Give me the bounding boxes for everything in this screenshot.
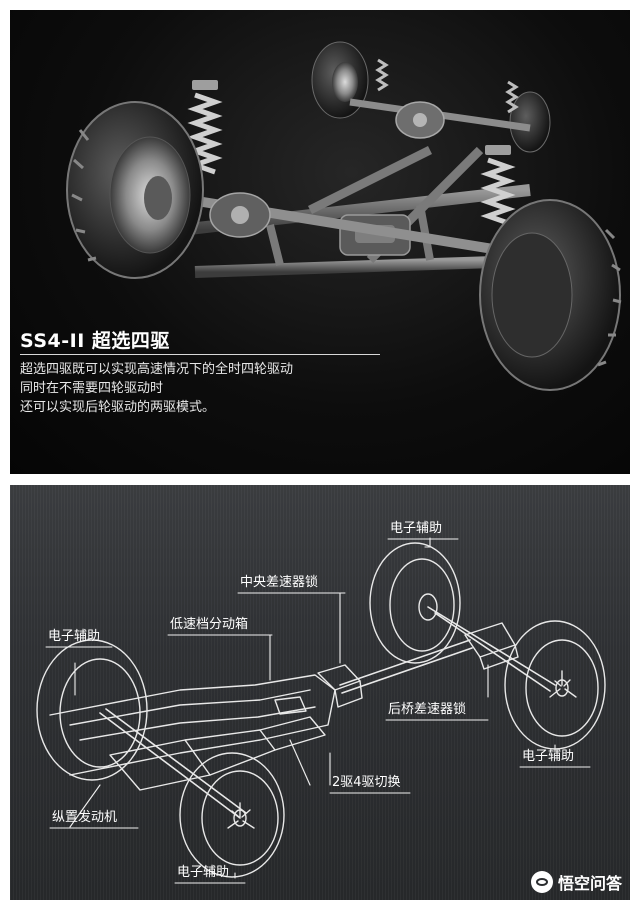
watermark-text: 悟空问答 — [557, 874, 622, 893]
front-axle — [159, 190, 531, 260]
rear-left-wheel — [311, 41, 369, 119]
front-springs — [187, 80, 516, 226]
rear-right-wheel — [509, 91, 551, 153]
sketch-engine-block — [49, 674, 336, 791]
rear-axle — [349, 98, 531, 139]
front-right-wheel — [479, 199, 622, 391]
title-divider — [20, 354, 380, 355]
watermark: 悟空问答 — [530, 870, 622, 894]
label-electronic-assist-bottom: 电子辅助 — [177, 865, 230, 880]
sketch-front-axle — [99, 708, 247, 819]
callout-lines — [69, 537, 556, 879]
drivetrain-sketch — [36, 537, 606, 884]
label-center-diff-lock: 中央差速器锁 — [240, 575, 319, 590]
sketch-center-diff — [317, 664, 363, 708]
description-line: 还可以实现后轮驱动的两驱模式。 — [20, 400, 216, 415]
label-low-range-transfer-case: 低速档分动箱 — [170, 617, 249, 632]
sketch-wheel-front-bottom — [179, 752, 285, 878]
rear-springs — [375, 58, 519, 114]
label-underlines — [45, 538, 591, 884]
chassis-photo — [66, 41, 622, 391]
label-electronic-assist-right: 电子辅助 — [522, 749, 575, 764]
description-block: 超选四驱既可以实现高速情况下的全时四轮驱动 同时在不需要四轮驱动时 还可以实现后… — [20, 360, 293, 417]
wukong-logo-icon — [530, 871, 553, 893]
chassis-photo-panel: SS4-II 超选四驱 超选四驱既可以实现高速情况下的全时四轮驱动 同时在不需要… — [10, 10, 630, 474]
front-left-wheel — [66, 101, 204, 279]
label-electronic-assist-left: 电子辅助 — [48, 629, 101, 644]
label-electronic-assist-top: 电子辅助 — [390, 521, 443, 536]
sketch-rear-differential — [464, 622, 519, 670]
sketch-wheel-front-left — [36, 639, 148, 781]
sketch-propshaft — [339, 639, 473, 694]
page-title: SS4-II 超选四驱 — [20, 330, 170, 352]
sketch-switch-link — [289, 739, 311, 786]
sketch-wheel-rear-top — [369, 542, 461, 664]
description-line: 超选四驱既可以实现高速情况下的全时四轮驱动 — [20, 362, 294, 377]
label-rear-diff-lock: 后桥差速器锁 — [388, 702, 467, 717]
label-2wd-4wd-switch: 2驱4驱切换 — [332, 775, 401, 790]
description-line: 同时在不需要四轮驱动时 — [20, 381, 164, 396]
sketch-rear-axle — [427, 606, 556, 692]
label-longitudinal-engine: 纵置发动机 — [52, 810, 118, 825]
drivetrain-diagram-panel: 电子辅助 中央差速器锁 电子辅助 低速档分动箱 后桥差速器锁 电子辅助 2驱4驱… — [10, 485, 630, 900]
